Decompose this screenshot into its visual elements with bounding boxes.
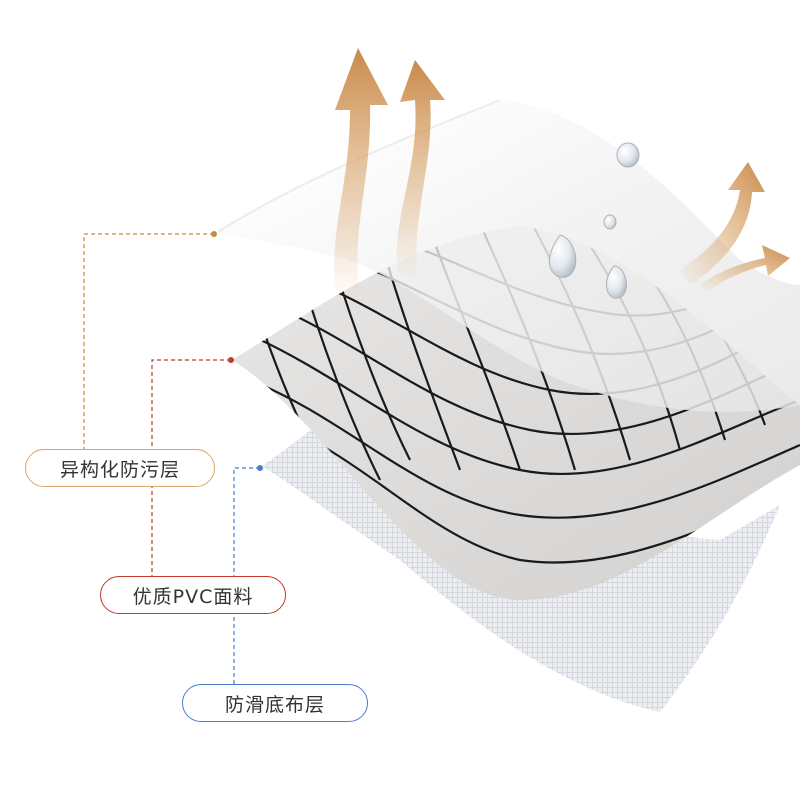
pvc-layer-label: 优质PVC面料 xyxy=(100,576,286,614)
stain-layer-label: 异构化防污层 xyxy=(25,449,215,487)
slip-layer-label: 防滑底布层 xyxy=(182,684,368,722)
stain-leader-line xyxy=(84,234,214,449)
